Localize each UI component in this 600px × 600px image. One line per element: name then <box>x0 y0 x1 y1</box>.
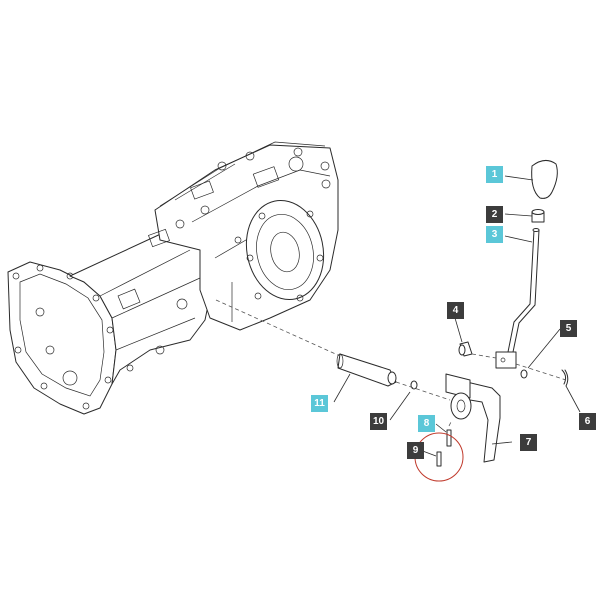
callout-9: 9 <box>407 442 424 459</box>
cross-shaft <box>337 353 397 387</box>
callout-8: 8 <box>418 415 435 432</box>
callout-3: 3 <box>486 226 503 243</box>
callout-4: 4 <box>447 302 464 319</box>
shift-lever-rod <box>507 229 540 353</box>
shift-fork-lever <box>449 377 501 463</box>
shift-lever-assembly <box>215 160 581 482</box>
callout-7: 7 <box>520 434 537 451</box>
callout-10: 10 <box>370 413 387 430</box>
callout-11: 11 <box>311 395 328 412</box>
callout-5: 5 <box>560 320 577 337</box>
callout-1: 1 <box>486 166 503 183</box>
shift-knob <box>531 160 558 199</box>
callout-6: 6 <box>579 413 596 430</box>
transmission-housing <box>7 141 339 415</box>
callout-2: 2 <box>486 206 503 223</box>
